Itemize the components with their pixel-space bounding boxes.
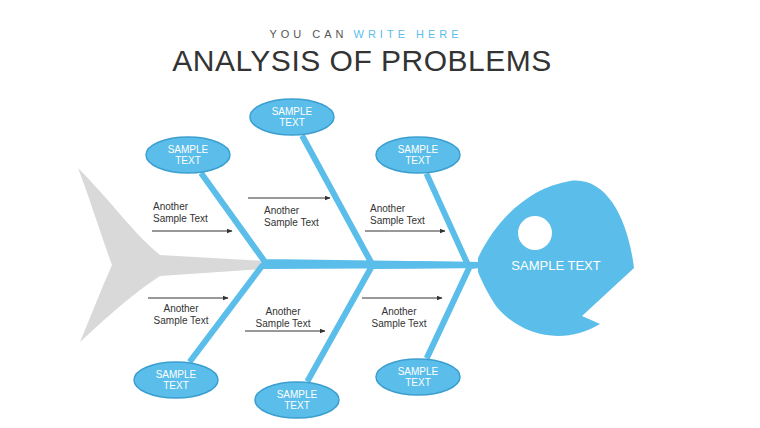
cause-ellipse: SAMPLE TEXT xyxy=(249,98,335,136)
cause-label: Another Sample Text xyxy=(150,303,212,327)
fish-bone xyxy=(302,135,480,265)
fish-head: SAMPLE TEXT xyxy=(478,178,634,344)
cause-arrow xyxy=(152,231,232,232)
cause-arrow xyxy=(245,331,325,332)
cause-label: Another Sample Text xyxy=(153,201,215,225)
cause-ellipse: SAMPLE TEXT xyxy=(145,136,231,174)
ellipse-text: SAMPLE TEXT xyxy=(392,144,444,166)
ellipse-outline xyxy=(255,382,339,418)
tagline: YOU CAN WRITE HERE xyxy=(0,28,732,40)
ellipse-text: SAMPLE TEXT xyxy=(150,369,202,391)
fish-eye xyxy=(518,216,552,250)
tagline-text: WRITE HERE xyxy=(354,28,463,40)
cause-ellipse: SAMPLE TEXT xyxy=(375,136,461,174)
cause-ellipse: SAMPLE TEXT xyxy=(133,361,219,399)
cause-label: Another Sample Text xyxy=(368,306,430,330)
cause-label: Another Sample Text xyxy=(252,306,314,330)
tagline-text: YOU CAN xyxy=(269,28,347,40)
cause-arrow xyxy=(365,231,445,232)
slide-title: ANALYSIS OF PROBLEMS xyxy=(0,44,724,78)
fish-bone xyxy=(190,265,480,362)
head-text: SAMPLE TEXT xyxy=(486,258,626,273)
ellipse-text: SAMPLE TEXT xyxy=(266,106,318,128)
cause-label: Another Sample Text xyxy=(370,203,432,227)
cause-arrow xyxy=(148,298,228,299)
ellipse-outline xyxy=(376,137,460,173)
fish-bone xyxy=(426,174,480,265)
fish-bone xyxy=(427,265,480,358)
cause-arrow xyxy=(362,298,442,299)
cause-label: Another Sample Text xyxy=(264,205,326,229)
ellipse-text: SAMPLE TEXT xyxy=(162,144,214,166)
ellipse-outline xyxy=(376,359,460,395)
fish-tail xyxy=(78,168,265,342)
cause-ellipse: SAMPLE TEXT xyxy=(375,358,461,396)
cause-arrow xyxy=(248,198,330,199)
cause-ellipse: SAMPLE TEXT xyxy=(254,381,340,419)
ellipse-outline xyxy=(134,362,218,398)
ellipse-outline xyxy=(250,99,334,135)
fish-bone xyxy=(201,173,480,265)
head-outline xyxy=(478,181,634,336)
ellipse-outline xyxy=(146,137,230,173)
ellipse-text: SAMPLE TEXT xyxy=(271,389,323,411)
ellipse-text: SAMPLE TEXT xyxy=(392,366,444,388)
